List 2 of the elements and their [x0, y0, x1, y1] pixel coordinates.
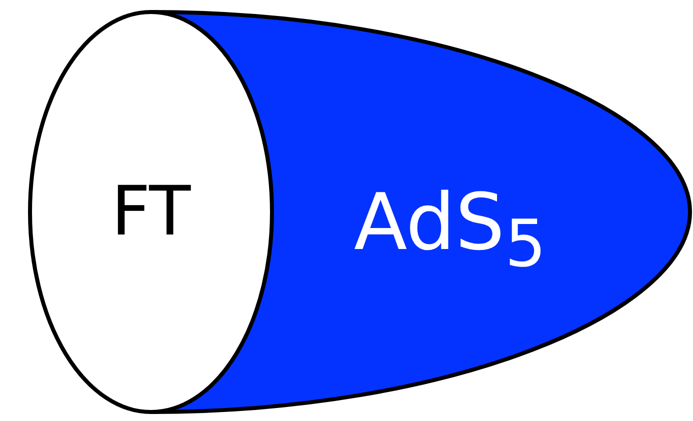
node-label: AdS$_{5}$ [354, 178, 546, 282]
node-label: FT [111, 172, 191, 252]
